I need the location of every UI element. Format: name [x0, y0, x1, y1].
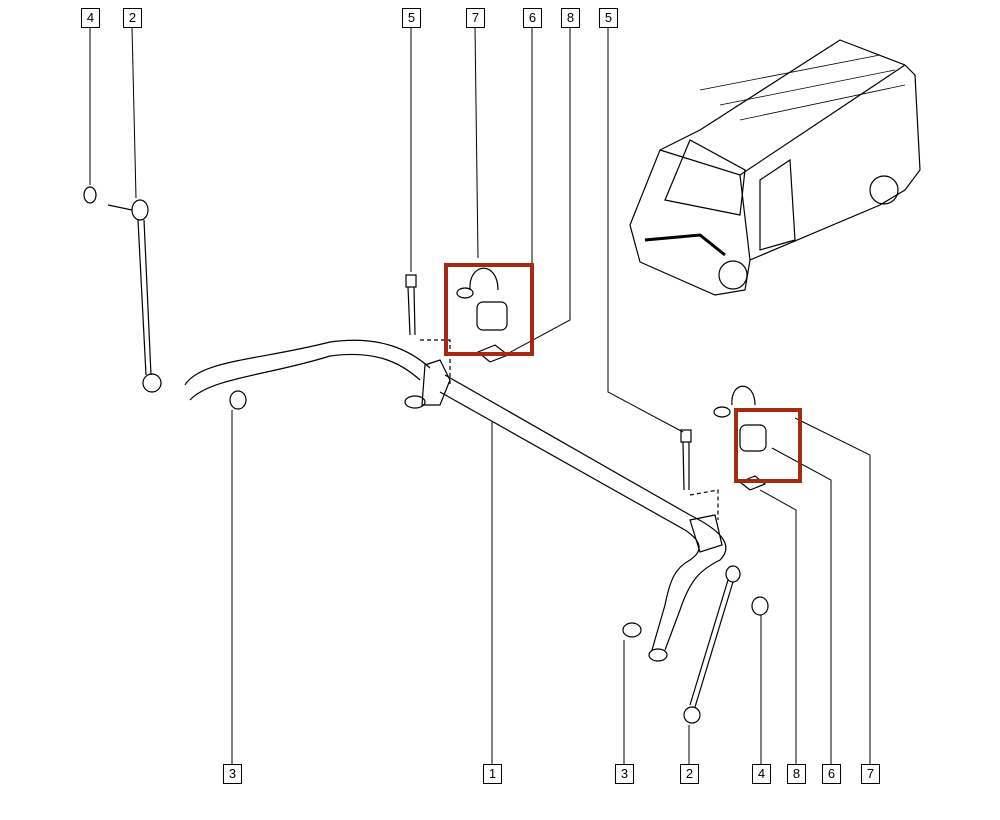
highlight-bushing-right: [734, 408, 802, 483]
callout-6[interactable]: 6: [523, 8, 542, 28]
van-illustration: [629, 39, 921, 296]
callout-4[interactable]: 4: [81, 8, 100, 28]
callout-8[interactable]: 8: [561, 8, 580, 28]
callout-2[interactable]: 2: [680, 764, 699, 784]
bolts: [405, 274, 692, 491]
callout-3[interactable]: 3: [223, 764, 242, 784]
highlight-bushing-left: [444, 263, 534, 356]
callout-8[interactable]: 8: [787, 764, 806, 784]
callout-5[interactable]: 5: [402, 8, 421, 28]
callout-7[interactable]: 7: [861, 764, 880, 784]
callout-5[interactable]: 5: [599, 8, 618, 28]
callout-3[interactable]: 3: [615, 764, 634, 784]
left-link-rod: [83, 186, 247, 410]
callout-2[interactable]: 2: [123, 8, 142, 28]
callout-1[interactable]: 1: [483, 764, 502, 784]
stabilizer-bar: [184, 339, 727, 662]
callout-7[interactable]: 7: [466, 8, 485, 28]
callout-6[interactable]: 6: [822, 764, 841, 784]
leader-lines: [89, 26, 871, 765]
right-link-rod: [622, 565, 769, 724]
callout-4[interactable]: 4: [752, 764, 771, 784]
